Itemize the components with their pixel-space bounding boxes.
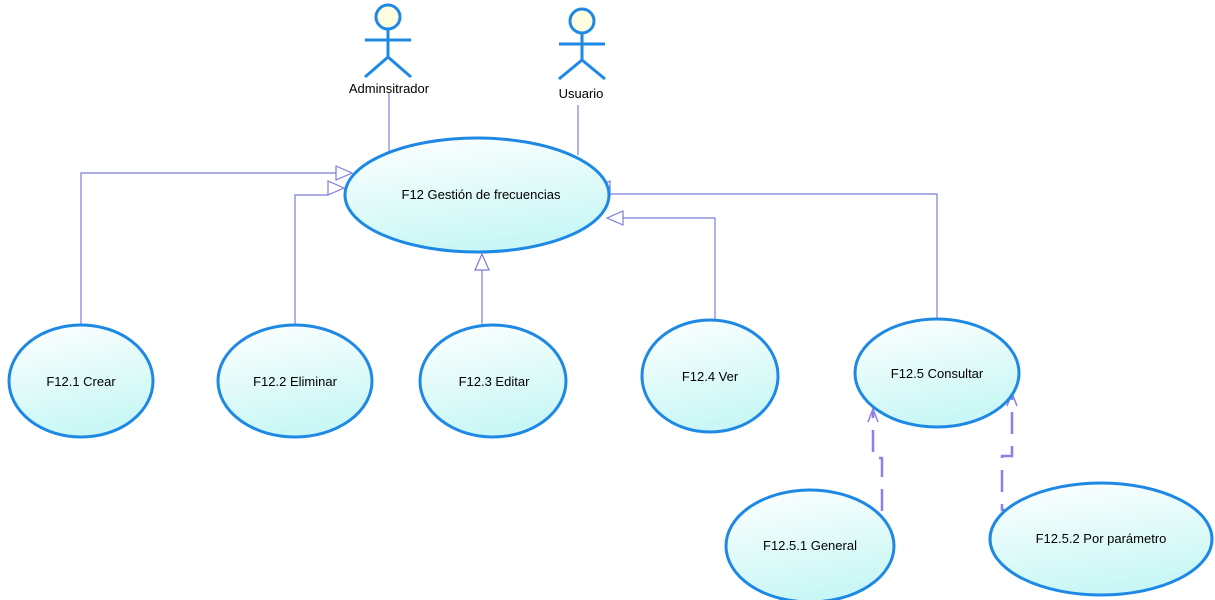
- use-case-label: F12.5.1 General: [763, 538, 857, 553]
- use-case-label: F12.4 Ver: [682, 369, 739, 384]
- actor-head: [568, 7, 596, 35]
- arrowhead-editar: [474, 252, 490, 271]
- use-case-label: F12.2 Eliminar: [253, 374, 337, 389]
- actor-administrador[interactable]: [364, 3, 412, 79]
- use-case-label: F12.5.2 Por parámetro: [1036, 531, 1167, 546]
- generalization-arrowheads: [327, 165, 624, 271]
- actor-label-usuario: Usuario: [559, 86, 604, 101]
- connectors: [80, 93, 938, 325]
- generalization-line-ver: [623, 217, 716, 320]
- arrowhead-crear: [335, 165, 354, 181]
- actor-usuario[interactable]: [558, 7, 606, 81]
- use-case-consultar[interactable]: F12.5 Consultar: [853, 317, 1021, 429]
- use-case-label: F12 Gestión de frecuencias: [402, 187, 561, 202]
- use-case-por-parametro[interactable]: F12.5.2 Por parámetro: [988, 481, 1214, 597]
- use-case-eliminar[interactable]: F12.2 Eliminar: [216, 323, 374, 439]
- use-case-crear[interactable]: F12.1 Crear: [7, 323, 155, 439]
- dependency-arrowhead-general: [867, 406, 879, 423]
- generalization-line-eliminar: [294, 194, 328, 325]
- use-case-ver[interactable]: F12.4 Ver: [640, 318, 780, 434]
- use-case-gestion-frecuencias[interactable]: F12 Gestión de frecuencias: [343, 136, 611, 254]
- arrowhead-ver: [605, 210, 624, 226]
- use-case-editar[interactable]: F12.3 Editar: [418, 323, 568, 439]
- generalization-line-consultar: [610, 193, 938, 320]
- use-case-label: F12.3 Editar: [459, 374, 530, 389]
- actor-label-administrador: Adminsitrador: [349, 81, 430, 96]
- use-case-label: F12.1 Crear: [46, 374, 116, 389]
- use-case-general[interactable]: F12.5.1 General: [724, 488, 896, 600]
- dependency-general-line: [871, 412, 884, 511]
- dependency-por-parametro-line: [1000, 396, 1018, 512]
- generalization-line-crear: [80, 172, 336, 325]
- arrowhead-eliminar: [327, 180, 346, 196]
- actor-head: [374, 3, 402, 31]
- use-case-label: F12.5 Consultar: [891, 366, 984, 381]
